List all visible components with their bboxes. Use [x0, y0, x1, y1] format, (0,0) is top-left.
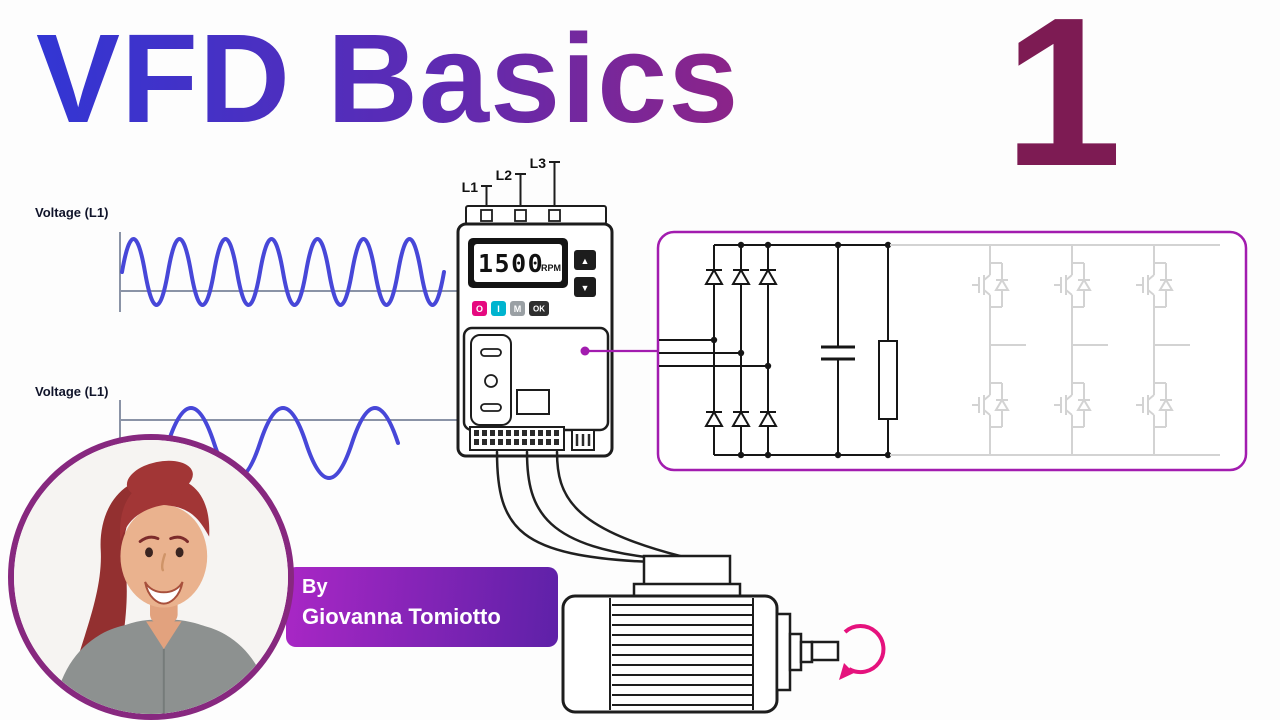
ok-button: OK	[533, 305, 545, 314]
motor-fins	[612, 604, 753, 706]
display-value: 1500	[478, 249, 544, 278]
smile	[144, 581, 184, 605]
author-banner: By Giovanna Tomiotto	[286, 567, 558, 647]
terminal-label-l3: L3	[530, 155, 547, 171]
waveform-bottom-label: Voltage (L1)	[35, 384, 108, 399]
rotation-arrow-icon	[843, 624, 886, 675]
terminal-label-l2: L2	[496, 167, 513, 183]
link-dot	[580, 346, 590, 356]
run-button: I	[497, 304, 500, 314]
rotation-arrowhead	[839, 663, 854, 680]
waveform-top-label: Voltage (L1)	[35, 205, 108, 220]
vfd-device: L1 L2 L3 1500 RPM ▲ ▼	[456, 155, 614, 458]
inverter-section	[890, 244, 1220, 456]
waveform-top: Voltage (L1)	[35, 205, 458, 312]
vfd-keypad: O I M OK	[472, 301, 549, 316]
motor	[561, 554, 886, 714]
author-prefix: By	[302, 576, 328, 598]
menu-button: M	[514, 304, 522, 314]
terminal-label-l1: L1	[462, 179, 479, 195]
motor-wires	[495, 450, 682, 564]
brake-resistor	[878, 340, 898, 420]
page-title: VFD Basics	[36, 8, 740, 149]
display-unit: RPM	[541, 263, 561, 273]
motor-shaft	[788, 632, 803, 672]
vfd-display: 1500 RPM	[468, 238, 568, 288]
dc-bus-section	[821, 245, 898, 455]
circuit-diagram	[656, 230, 1248, 472]
vfd-connector	[571, 429, 595, 451]
down-arrow-icon: ▼	[581, 283, 590, 293]
episode-number: 1	[1004, 0, 1122, 210]
vfd-circuit-link	[580, 346, 659, 356]
circuit-callout-box	[656, 230, 1248, 472]
presenter-avatar	[14, 440, 288, 714]
presenter-photo	[8, 434, 294, 720]
hair-ponytail	[75, 477, 158, 678]
vfd-terminal-strip	[469, 426, 565, 451]
author-name: Giovanna Tomiotto	[302, 604, 501, 629]
rectifier-section	[659, 241, 892, 459]
up-arrow-icon: ▲	[581, 256, 590, 266]
stop-button: O	[476, 304, 483, 314]
sine-wave-high-frequency	[120, 237, 446, 307]
vfd-arrow-keys: ▲ ▼	[574, 250, 596, 297]
